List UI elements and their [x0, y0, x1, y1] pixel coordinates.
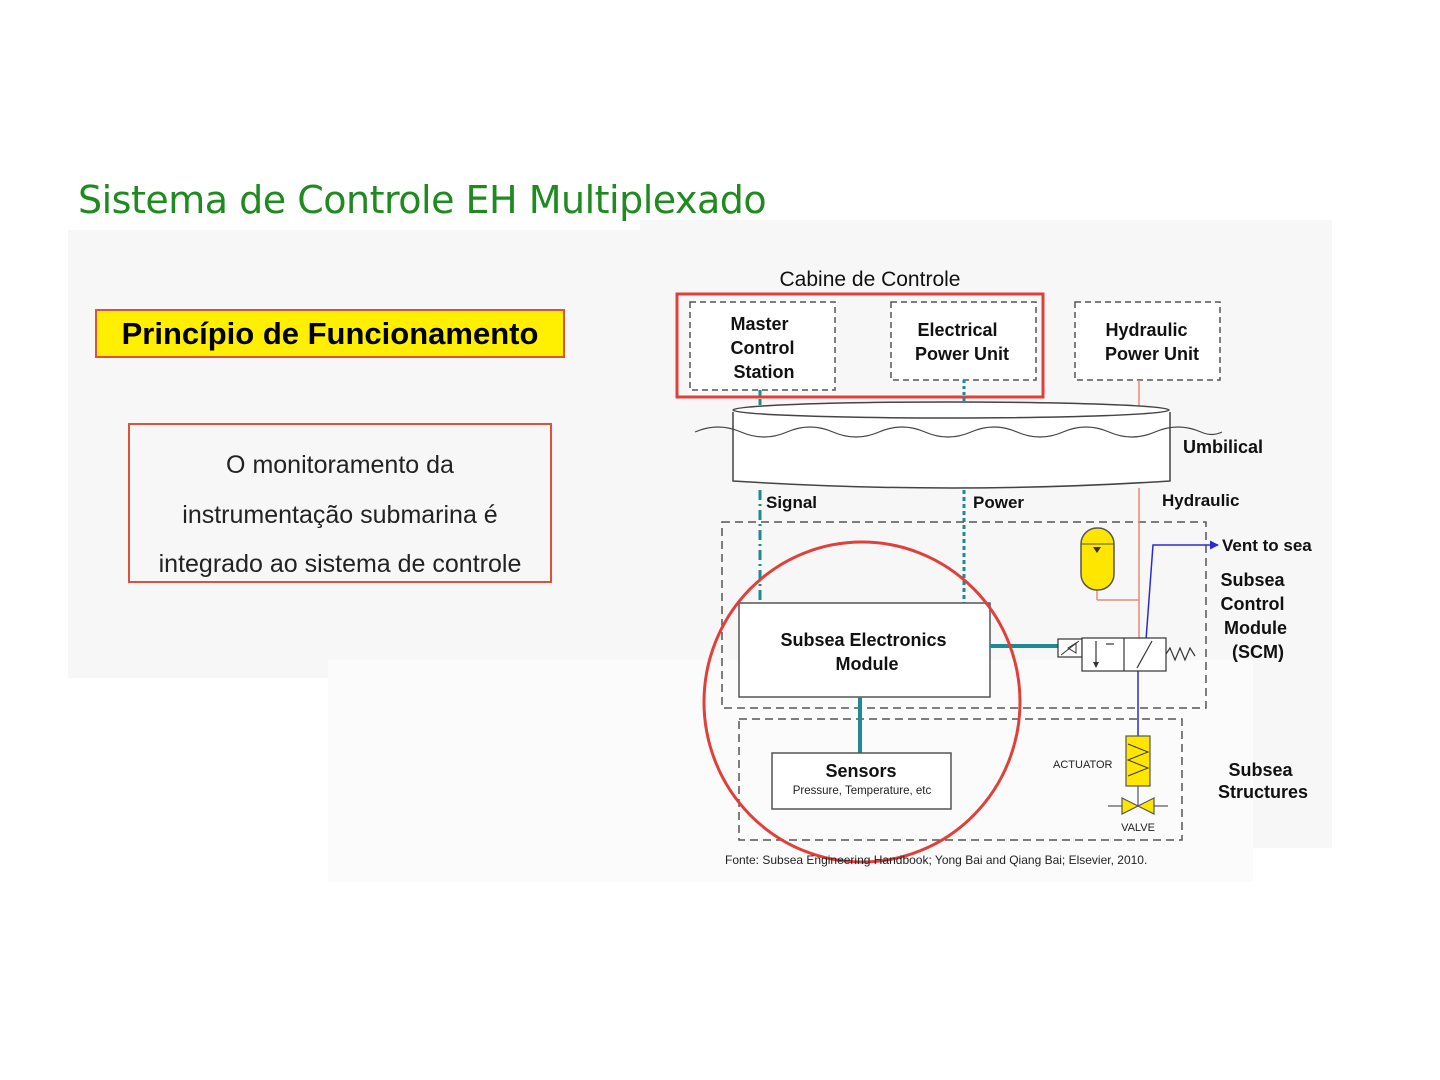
sem-label-line: Module — [836, 654, 899, 674]
page-title: Sistema de Controle EH Multiplexado — [78, 178, 767, 222]
sensors-sublabel: Pressure, Temperature, etc — [793, 785, 932, 797]
electrical-power-line: Power Unit — [915, 344, 1009, 364]
scm-label-line: (SCM) — [1232, 642, 1284, 662]
actuator-label: ACTUATOR — [1053, 759, 1113, 771]
description-line: instrumentação submarina é — [182, 500, 498, 529]
vent-line — [1145, 540, 1219, 641]
structures-label-line: Structures — [1218, 782, 1308, 802]
hydraulic-power-line: Hydraulic — [1105, 320, 1187, 340]
valve-label: VALVE — [1121, 822, 1155, 834]
source-citation: Fonte: Subsea Engineering Handbook; Yong… — [725, 853, 1147, 867]
accumulator-icon — [1080, 527, 1115, 591]
umbilical-label: Umbilical — [1183, 437, 1263, 457]
left-background-panel — [68, 230, 658, 678]
vent-to-sea-label: Vent to sea — [1222, 536, 1312, 555]
actuator-spring-icon — [1126, 743, 1150, 777]
master-control-line: Station — [734, 362, 795, 382]
accumulator-marker — [1093, 547, 1101, 553]
subsea-electronics-module-label: Subsea Electronics Module — [780, 630, 951, 674]
subsea-electronics-module-box — [738, 602, 991, 698]
highlight-circle — [702, 540, 1022, 864]
solenoid-arrow — [1067, 642, 1077, 654]
hydraulic-power-line: Power Unit — [1105, 344, 1199, 364]
scm-label-line: Control — [1221, 594, 1285, 614]
scm-label-line: Subsea — [1220, 570, 1285, 590]
scm-boundary — [721, 521, 1207, 709]
master-control-line: Control — [731, 338, 795, 358]
hydraulic-label: Hydraulic — [1162, 491, 1239, 510]
electrical-power-unit-box — [890, 301, 1037, 381]
structures-label-line: Subsea — [1228, 760, 1293, 780]
valve-flow-arrow — [1093, 662, 1099, 668]
description-line: integrado ao sistema de controle — [158, 550, 522, 578]
gate-valve-icon — [1121, 797, 1155, 815]
valve-cross-line — [1136, 640, 1153, 669]
electrical-power-line: Electrical — [917, 320, 997, 340]
electrical-power-unit-label: Electrical Power Unit — [915, 320, 1009, 364]
umbilical-drum — [732, 412, 1171, 489]
sensors-label: Sensors — [825, 761, 896, 781]
subsea-structures-boundary — [738, 718, 1183, 841]
scm-label: Subsea Control Module (SCM) — [1220, 570, 1292, 662]
description-line: O monitoramento da — [226, 451, 454, 479]
power-label: Power — [973, 493, 1024, 512]
principle-heading: Princípio de Funcionamento — [95, 309, 565, 358]
sea-surface-wave — [694, 426, 1223, 438]
sensors-box — [771, 752, 952, 810]
valve-spring-icon — [1165, 646, 1196, 662]
control-cabin-outline — [675, 292, 1045, 399]
scm-label-line: Module — [1224, 618, 1287, 638]
umbilical-drum-top — [732, 401, 1170, 419]
hydraulic-power-unit-box — [1074, 301, 1221, 381]
hydraulic-power-unit-label: Hydraulic Power Unit — [1105, 320, 1199, 364]
sem-label-line: Subsea Electronics — [780, 630, 946, 650]
control-cabin-label: Cabine de Controle — [780, 268, 961, 291]
master-control-station-label: Master Control Station — [730, 314, 799, 382]
master-control-line: Master — [730, 314, 788, 334]
signal-label: Signal — [766, 493, 817, 512]
subsea-structures-label: Subsea Structures — [1218, 760, 1308, 802]
master-control-station-box — [689, 301, 836, 391]
description-box: O monitoramento da instrumentação submar… — [128, 423, 552, 583]
